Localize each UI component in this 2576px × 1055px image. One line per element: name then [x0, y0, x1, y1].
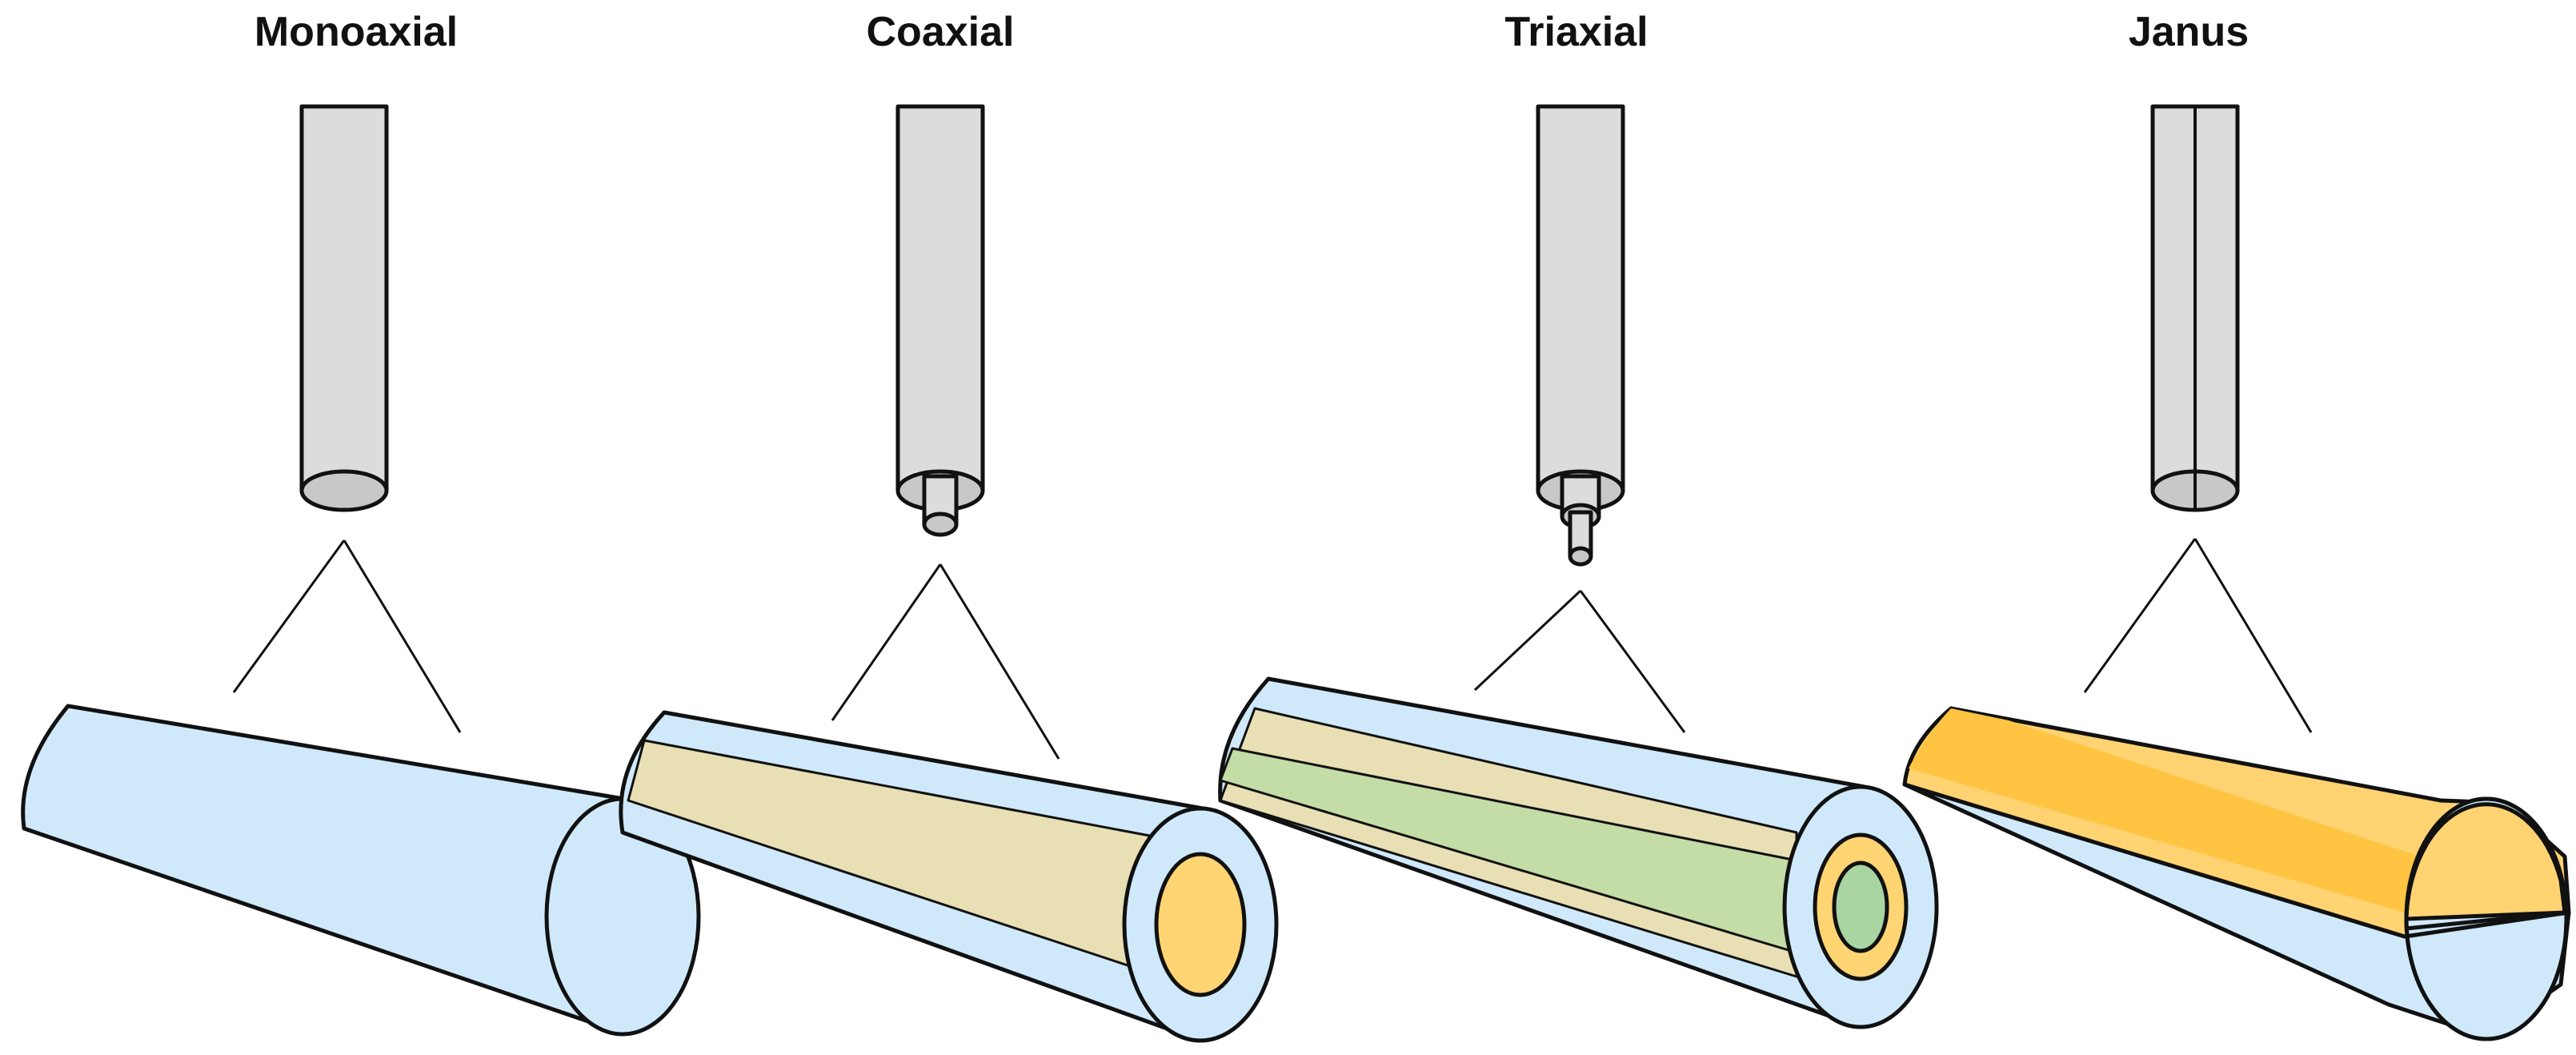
janus-needle	[2150, 104, 2240, 512]
janus-callout-lines	[2083, 538, 2313, 733]
coaxial-callout-lines	[831, 564, 1060, 760]
janus-fiber	[1902, 706, 2571, 1041]
label-triaxial: Triaxial	[1504, 9, 1649, 55]
monoaxial-callout-lines	[232, 540, 462, 733]
coaxial-fiber	[619, 710, 1279, 1043]
triaxial-needle	[1536, 104, 1625, 567]
triaxial-callout-lines	[1473, 589, 1686, 733]
triaxial-fiber	[1218, 676, 1939, 1029]
label-janus: Janus	[2128, 9, 2249, 55]
label-coaxial: Coaxial	[866, 9, 1015, 55]
monoaxial-fiber	[21, 704, 701, 1037]
coaxial-needle	[895, 104, 985, 537]
monoaxial-needle	[299, 104, 389, 512]
label-monoaxial: Monoaxial	[254, 9, 459, 55]
